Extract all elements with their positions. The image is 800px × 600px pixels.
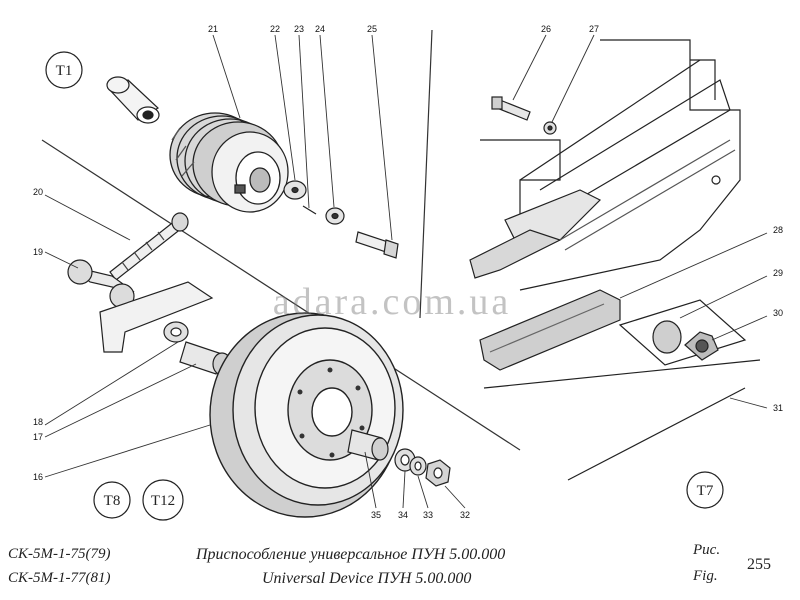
grooved-pulley-part bbox=[169, 112, 289, 213]
model-code-2: СК-5М-1-77(81) bbox=[8, 570, 111, 586]
callout-label-31: 31 bbox=[773, 403, 783, 413]
callout-label-25: 25 bbox=[367, 24, 377, 34]
zone-marker-t1: T1 bbox=[45, 51, 83, 89]
callout-label-23: 23 bbox=[294, 24, 304, 34]
callout-label-19: 19 bbox=[33, 247, 43, 257]
callout-label-18: 18 bbox=[33, 417, 43, 427]
sleeve-part bbox=[106, 76, 160, 124]
washer-22 bbox=[283, 180, 307, 200]
figure-number: 255 bbox=[747, 556, 771, 573]
zone-label-t1: T1 bbox=[56, 63, 73, 79]
callout-label-35: 35 bbox=[371, 510, 381, 520]
model-code-1: СК-5М-1-75(79) bbox=[8, 546, 111, 562]
zone-label-t8: T8 bbox=[104, 493, 121, 509]
caption-title-ru: Приспособление универсальное ПУН 5.00.00… bbox=[196, 546, 506, 563]
callout-label-22: 22 bbox=[270, 24, 280, 34]
callout-label-33: 33 bbox=[423, 510, 433, 520]
washer-27 bbox=[543, 121, 557, 135]
watermark-text: adara.com.ua bbox=[273, 281, 512, 323]
callout-label-32: 32 bbox=[460, 510, 470, 520]
zone-markers: T1 T7 T8 T12 bbox=[45, 51, 724, 521]
callout-label-29: 29 bbox=[773, 268, 783, 278]
zone-marker-t8: T8 bbox=[93, 481, 131, 519]
callout-label-27: 27 bbox=[589, 24, 599, 34]
caption-title-en: Universal Device ПУН 5.00.000 bbox=[262, 570, 472, 587]
nut-32 bbox=[425, 459, 451, 487]
bolt-25 bbox=[355, 231, 399, 259]
bolt-20 bbox=[109, 212, 189, 281]
rod-31 bbox=[483, 359, 761, 481]
callout-label-20: 20 bbox=[33, 187, 43, 197]
washer-33 bbox=[409, 456, 427, 476]
zone-label-t12: T12 bbox=[151, 493, 175, 509]
wheel-16 bbox=[209, 312, 404, 518]
clamp-disk-29 bbox=[618, 299, 747, 366]
pin-23 bbox=[302, 205, 317, 215]
washer-18 bbox=[163, 321, 189, 343]
section-dividers bbox=[41, 29, 521, 451]
callout-label-17: 17 bbox=[33, 432, 43, 442]
figure-label-ru: Рис. bbox=[693, 542, 721, 558]
callout-label-16: 16 bbox=[33, 472, 43, 482]
callout-label-34: 34 bbox=[398, 510, 408, 520]
shield-plate-28 bbox=[479, 289, 621, 371]
zone-label-t7: T7 bbox=[697, 483, 714, 499]
callout-label-28: 28 bbox=[773, 225, 783, 235]
callout-label-24: 24 bbox=[315, 24, 325, 34]
header-frame bbox=[469, 39, 741, 291]
wing-nut-30 bbox=[684, 331, 719, 361]
leader-lines bbox=[44, 34, 768, 509]
callout-label-30: 30 bbox=[773, 308, 783, 318]
callout-labels: 16 17 18 19 20 21 22 23 24 25 26 27 28 2… bbox=[33, 24, 783, 520]
zone-marker-t7: T7 bbox=[686, 471, 724, 509]
figure-label-en: Fig. bbox=[693, 568, 718, 584]
washer-24 bbox=[325, 207, 345, 225]
zone-marker-t12: T12 bbox=[142, 479, 184, 521]
callout-label-21: 21 bbox=[208, 24, 218, 34]
plate-part bbox=[99, 281, 214, 353]
bolt-26 bbox=[491, 96, 531, 121]
callout-label-26: 26 bbox=[541, 24, 551, 34]
bushing-35 bbox=[347, 429, 389, 461]
